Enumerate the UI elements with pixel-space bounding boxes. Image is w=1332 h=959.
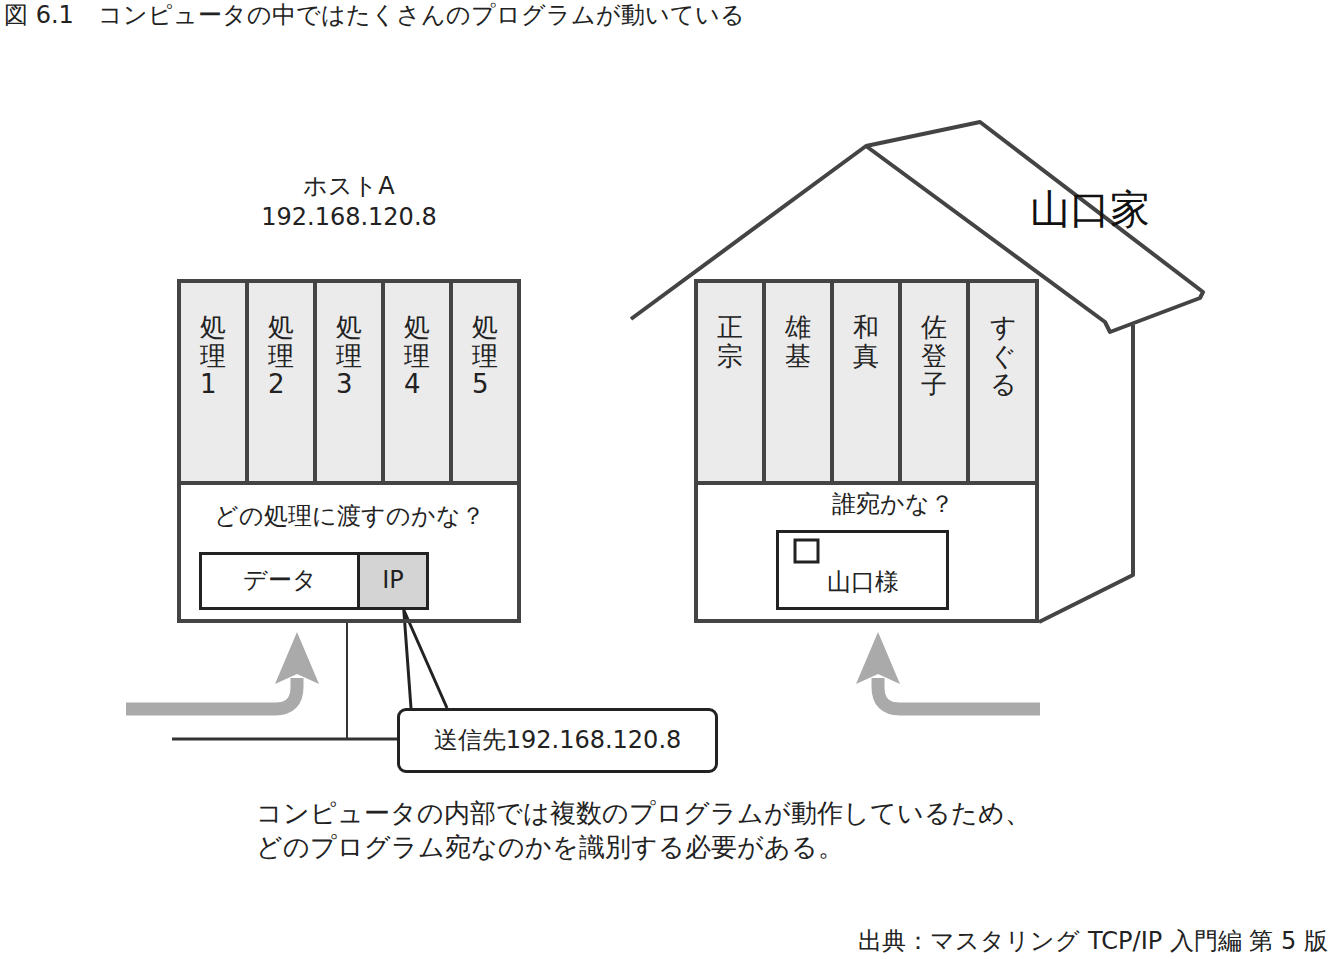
host-heading: ホストA 192.168.120.8 bbox=[181, 171, 517, 233]
house-question: 誰宛かな？ bbox=[832, 489, 954, 520]
member-name: すぐる bbox=[990, 313, 1016, 399]
process-label: 処理4 bbox=[404, 313, 430, 399]
process-column: 処理1 bbox=[181, 283, 249, 485]
process-column: 処理4 bbox=[385, 283, 453, 485]
network-wire bbox=[172, 738, 397, 741]
incoming-arrowhead bbox=[856, 632, 900, 684]
incoming-arrow bbox=[878, 678, 1040, 709]
figure-title: 図 6.1 コンピュータの中ではたくさんのプログラムが動いている bbox=[4, 0, 745, 30]
family-member-column: 正宗 bbox=[698, 283, 766, 485]
incoming-arrowhead bbox=[275, 632, 319, 684]
process-label: 処理2 bbox=[268, 313, 294, 399]
ip-header: IP bbox=[357, 552, 429, 610]
process-column: 処理5 bbox=[453, 283, 517, 485]
process-column: 処理2 bbox=[249, 283, 317, 485]
host-question: どの処理に渡すのかな？ bbox=[181, 501, 517, 532]
stamp-square bbox=[795, 540, 818, 562]
source-note: 出典：マスタリング TCP/IP 入門編 第 5 版 bbox=[858, 926, 1328, 956]
member-name: 和真 bbox=[853, 313, 879, 370]
house-box: 山口家誰宛かな？正宗雄基和真佐登子すぐる山口様 bbox=[694, 279, 1039, 623]
incoming-arrow bbox=[126, 678, 297, 709]
ip-label: IP bbox=[382, 565, 404, 596]
envelope: 山口様 bbox=[776, 530, 949, 610]
family-member-column: 和真 bbox=[834, 283, 902, 485]
family-member-column: すぐる bbox=[970, 283, 1035, 485]
destination-callout: 送信先192.168.120.8 bbox=[397, 708, 718, 773]
member-name: 佐登子 bbox=[921, 313, 947, 399]
house-wall bbox=[1039, 325, 1133, 622]
process-label: 処理1 bbox=[200, 313, 226, 399]
process-column: 処理3 bbox=[317, 283, 385, 485]
data-field: データ bbox=[199, 552, 360, 610]
text-line: コンピュータの内部では複数のプログラムが動作しているため、 bbox=[256, 796, 1031, 830]
data-label: データ bbox=[243, 565, 317, 596]
process-label: 処理3 bbox=[336, 313, 362, 399]
host-box: ホストA 192.168.120.8どの処理に渡すのかな？処理1処理2処理3処理… bbox=[177, 279, 521, 623]
callout-pointer bbox=[404, 610, 447, 708]
figure-caption: コンピュータの内部では複数のプログラムが動作しているため、 どのプログラム宛なの… bbox=[256, 796, 1031, 864]
house-name: 山口家 bbox=[1030, 183, 1150, 235]
member-name: 正宗 bbox=[717, 313, 743, 370]
destination-text: 送信先192.168.120.8 bbox=[434, 725, 682, 756]
text-line: ホストA bbox=[181, 171, 517, 202]
process-label: 処理5 bbox=[472, 313, 498, 399]
network-wire bbox=[346, 623, 348, 739]
family-member-column: 佐登子 bbox=[902, 283, 970, 485]
text-line: 192.168.120.8 bbox=[181, 202, 517, 233]
family-member-column: 雄基 bbox=[766, 283, 834, 485]
text-line: どのプログラム宛なのかを識別する必要がある。 bbox=[256, 830, 1031, 864]
member-name: 雄基 bbox=[785, 313, 811, 370]
addressee-name: 山口様 bbox=[827, 567, 899, 598]
